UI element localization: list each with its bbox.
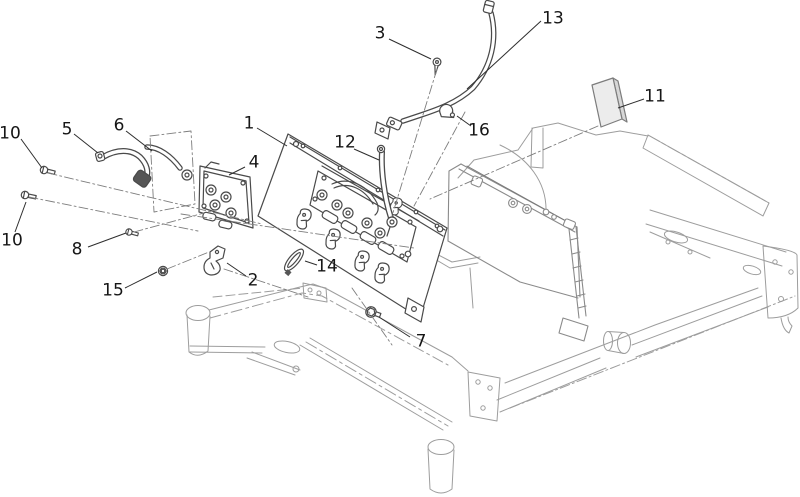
axis-bolt-8 — [133, 212, 205, 233]
switch-cutouts — [321, 210, 395, 255]
harness-guard — [331, 180, 379, 216]
frame-bracket-plate — [303, 283, 327, 302]
construction-lines — [28, 68, 599, 346]
axis-nut-15 — [166, 251, 210, 270]
callout-label-2-1: 2 — [247, 270, 259, 291]
axis-screw-3 — [391, 68, 438, 217]
hose-clamp-part-5 — [94, 150, 106, 163]
callout-label-10-9: 10 — [1, 230, 23, 251]
pad-part-11 — [591, 77, 628, 128]
frame-fork — [247, 352, 300, 375]
axis-bolt-10b — [28, 196, 199, 232]
mounting-panel-part — [257, 121, 448, 323]
hold-down-rod — [466, 165, 576, 227]
battery-assembly — [447, 163, 589, 342]
control-module-part-4 — [198, 161, 254, 230]
battery-terminals — [470, 175, 577, 230]
bracket-part-2 — [203, 245, 226, 276]
battery-top-rail — [458, 163, 578, 233]
screw-3 — [432, 57, 442, 76]
axis-pad-11 — [429, 125, 599, 200]
callout-label-4-3: 4 — [248, 152, 260, 173]
axis-long-lower — [180, 213, 415, 249]
frame-lower-rail — [190, 346, 265, 353]
callout-label-15-14: 15 — [102, 280, 124, 301]
frame-right-plate — [763, 246, 798, 333]
frame-rear-beam — [497, 358, 606, 412]
axis-bracket-2 — [223, 268, 309, 298]
callout-label-12-11: 12 — [334, 132, 356, 153]
machine-frame — [186, 123, 798, 493]
callout-label-8-7: 8 — [71, 239, 83, 260]
frame-rear-silhouette — [458, 123, 710, 258]
bolt-10b — [20, 190, 37, 200]
callout-label-14-13: 14 — [316, 256, 338, 277]
callout-label-6-5: 6 — [113, 115, 125, 136]
hold-down-ladder — [558, 226, 589, 342]
ghost-plate-outline — [149, 130, 196, 213]
frame-rear-upper-plate — [643, 135, 786, 276]
hose-elbow-cap — [132, 169, 152, 188]
callout-label-5-4: 5 — [61, 119, 73, 140]
cable-flat-terminal — [386, 116, 403, 131]
exploded-parts — [20, 0, 628, 318]
panel-switch-module — [309, 165, 420, 263]
callout-label-1-0: 1 — [243, 113, 255, 134]
frame-right-leg — [428, 372, 500, 493]
cable-end-cap — [482, 0, 495, 14]
hose-parts-5-6 — [94, 144, 193, 188]
callout-label-13-12: 13 — [542, 8, 564, 29]
frame-left-socket — [186, 306, 210, 356]
flange-nut-15 — [157, 265, 169, 277]
callout-label-7-6: 7 — [415, 331, 427, 352]
callout-label-16-15: 16 — [468, 120, 490, 141]
axis-clamp-16 — [413, 111, 466, 207]
cable-clamp-part-16 — [439, 103, 456, 119]
callout-label-11-10: 11 — [644, 86, 666, 107]
cable-tie-part-14 — [283, 248, 305, 277]
bolt-8 — [125, 228, 139, 237]
frame-roller — [604, 332, 631, 354]
callout-label-10-8: 10 — [0, 123, 21, 144]
axis-bolt-10a — [47, 172, 263, 225]
callout-label-3-2: 3 — [374, 23, 386, 44]
